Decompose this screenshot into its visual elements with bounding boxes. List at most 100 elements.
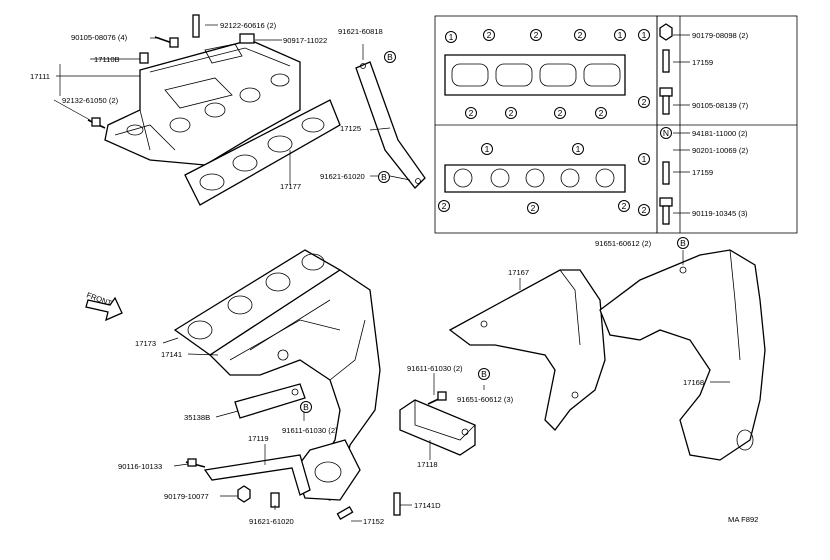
svg-text:B: B <box>680 238 686 248</box>
ref-marker-B: B <box>677 237 689 249</box>
ref-marker-2: 2 <box>465 107 477 119</box>
stud-92132-61050-icon <box>87 117 106 129</box>
svg-text:1: 1 <box>618 30 623 40</box>
part-label: 17111 <box>30 72 50 81</box>
svg-text:2: 2 <box>558 108 563 118</box>
intake-manifold-gasket <box>184 99 341 206</box>
part-label: 91611-61030 (2) <box>407 364 463 373</box>
ref-marker-B: B <box>378 171 390 183</box>
svg-text:1: 1 <box>449 32 454 42</box>
ref-marker-B: B <box>300 401 312 413</box>
fitting-90917-11022-icon <box>239 33 255 44</box>
bracket-35138B <box>234 383 306 419</box>
stud-17159-icon <box>662 49 670 73</box>
ref-marker-2: 2 <box>527 202 539 214</box>
svg-text:2: 2 <box>599 108 604 118</box>
part-label: 91621-61020 <box>249 517 294 526</box>
ref-marker-2: 2 <box>618 200 630 212</box>
manifold-stay-17125 <box>355 61 426 189</box>
svg-text:1: 1 <box>642 30 647 40</box>
ref-marker-1: 1 <box>481 143 493 155</box>
ref-marker-2: 2 <box>438 200 450 212</box>
bolt-91611-61030-mid-icon <box>427 391 447 405</box>
bolt-90105-08139-icon <box>659 87 673 115</box>
bolt-90119-10345-icon <box>659 197 673 225</box>
svg-text:2: 2 <box>534 30 539 40</box>
part-label: 90105-08076 (4) <box>71 33 128 42</box>
heat-insulator-17167 <box>448 269 606 431</box>
part-label: 91651-60612 (3) <box>457 395 514 404</box>
bolt-90105-08076-icon <box>154 36 179 48</box>
part-label: 17173 <box>135 339 156 348</box>
part-label: 17177 <box>280 182 301 191</box>
front-direction-arrow <box>85 296 123 322</box>
svg-text:N: N <box>663 128 669 138</box>
stud-17141D-icon <box>393 492 401 516</box>
part-label: 17159 <box>692 168 713 177</box>
part-labels: 90105-08076 (4) 92122-60616 (2) 90917-11… <box>30 21 758 526</box>
part-label: 17168 <box>683 378 704 387</box>
ref-marker-B: B <box>478 368 490 380</box>
svg-text:2: 2 <box>622 201 627 211</box>
illustration-code: MA F892 <box>728 515 758 524</box>
ref-marker-1: 1 <box>445 31 457 43</box>
svg-text:B: B <box>381 172 387 182</box>
part-label: 17125 <box>340 124 361 133</box>
part-label: 17152 <box>363 517 384 526</box>
ref-marker-B: B <box>384 51 396 63</box>
svg-text:B: B <box>481 369 487 379</box>
ref-marker-2: 2 <box>483 29 495 41</box>
svg-text:1: 1 <box>576 144 581 154</box>
svg-text:2: 2 <box>509 108 514 118</box>
box-fastener-icons <box>659 23 673 225</box>
heat-insulator-17168 <box>599 249 766 461</box>
part-label: 91621-61020 <box>320 172 365 181</box>
heat-insulator-17118 <box>399 399 476 456</box>
stud-17159-lower-icon <box>662 161 670 185</box>
svg-text:B: B <box>387 52 393 62</box>
svg-text:2: 2 <box>642 205 647 215</box>
part-label: 90201-10069 (2) <box>692 146 749 155</box>
svg-text:1: 1 <box>642 154 647 164</box>
svg-text:1: 1 <box>485 144 490 154</box>
part-label: 90917-11022 <box>283 36 327 45</box>
part-label: 17141D <box>414 501 441 510</box>
part-label: 17118 <box>417 460 438 469</box>
part-label: 92132-61050 (2) <box>62 96 119 105</box>
ref-marker-2: 2 <box>554 107 566 119</box>
ref-marker-1: 1 <box>638 29 650 41</box>
ref-marker-N: N <box>660 127 672 139</box>
part-label: 90119-10345 (3) <box>692 209 748 218</box>
ref-marker-2: 2 <box>595 107 607 119</box>
ref-marker-1: 1 <box>638 153 650 165</box>
part-label: 17159 <box>692 58 713 67</box>
stud-90116-10133-icon <box>185 458 206 468</box>
reference-markers: 1 2 2 2 1 2 2 2 2 1 1 2 2 2 1 2 1 2 N B … <box>300 29 689 413</box>
ref-marker-2: 2 <box>530 29 542 41</box>
part-label: 94181-11000 (2) <box>692 129 748 138</box>
part-label: 17167 <box>508 268 529 277</box>
stud-92122-60616-icon <box>192 14 200 38</box>
part-label: 91621-60818 <box>338 27 383 36</box>
svg-text:2: 2 <box>469 108 474 118</box>
ref-marker-1: 1 <box>614 29 626 41</box>
svg-text:2: 2 <box>487 30 492 40</box>
part-label: 91651-60612 (2) <box>595 239 652 248</box>
part-label: 17141 <box>161 350 182 359</box>
manifold-stay-17119 <box>203 454 311 496</box>
part-label: 90179-10077 <box>164 492 209 501</box>
ref-marker-2: 2 <box>638 204 650 216</box>
part-label: 90105-08139 (7) <box>692 101 749 110</box>
svg-text:2: 2 <box>578 30 583 40</box>
nut-90179-10077-icon <box>237 485 251 503</box>
part-label: 90116-10133 <box>118 462 162 471</box>
part-label: 90179-08098 (2) <box>692 31 749 40</box>
bolt-91621-61020-lower-icon <box>270 492 280 508</box>
svg-text:B: B <box>303 402 309 412</box>
stud-17152-icon <box>336 506 354 520</box>
part-label: 17119 <box>248 434 269 443</box>
svg-text:2: 2 <box>642 97 647 107</box>
part-label: 35138B <box>184 413 210 422</box>
nut-90179-08098-icon <box>659 23 673 41</box>
